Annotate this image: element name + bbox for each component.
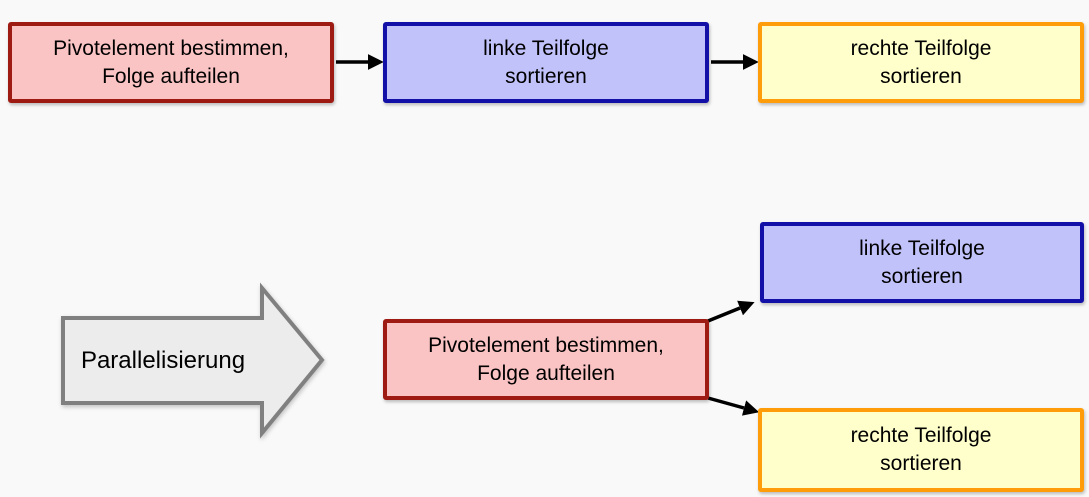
node-right-subsequence-parallel: rechte Teilfolge sortieren — [758, 408, 1084, 492]
node-right-subsequence-sequential: rechte Teilfolge sortieren — [758, 22, 1084, 103]
node-pivot-parallel: Pivotelement bestimmen, Folge aufteilen — [383, 319, 709, 400]
node-left-subsequence-parallel: linke Teilfolge sortieren — [760, 222, 1084, 303]
node-left-subsequence-parallel-label: linke Teilfolge sortieren — [859, 236, 985, 288]
node-pivot-parallel-label: Pivotelement bestimmen, Folge aufteilen — [428, 333, 664, 385]
node-pivot-sequential: Pivotelement bestimmen, Folge aufteilen — [8, 22, 334, 103]
branch-arrow-to-right-subsequence — [707, 396, 760, 416]
parallelisierung-label: Parallelisierung — [80, 346, 246, 374]
branch-arrow-to-left-subsequence — [707, 300, 755, 323]
node-left-subsequence-sequential: linke Teilfolge sortieren — [383, 22, 709, 103]
node-right-subsequence-sequential-label: rechte Teilfolge sortieren — [850, 36, 992, 88]
node-right-subsequence-parallel-label: rechte Teilfolge sortieren — [850, 424, 992, 475]
node-pivot-sequential-label: Pivotelement bestimmen, Folge aufteilen — [53, 36, 289, 88]
parallelisierung-block-arrow — [61, 282, 325, 439]
node-left-subsequence-sequential-label: linke Teilfolge sortieren — [483, 36, 609, 88]
